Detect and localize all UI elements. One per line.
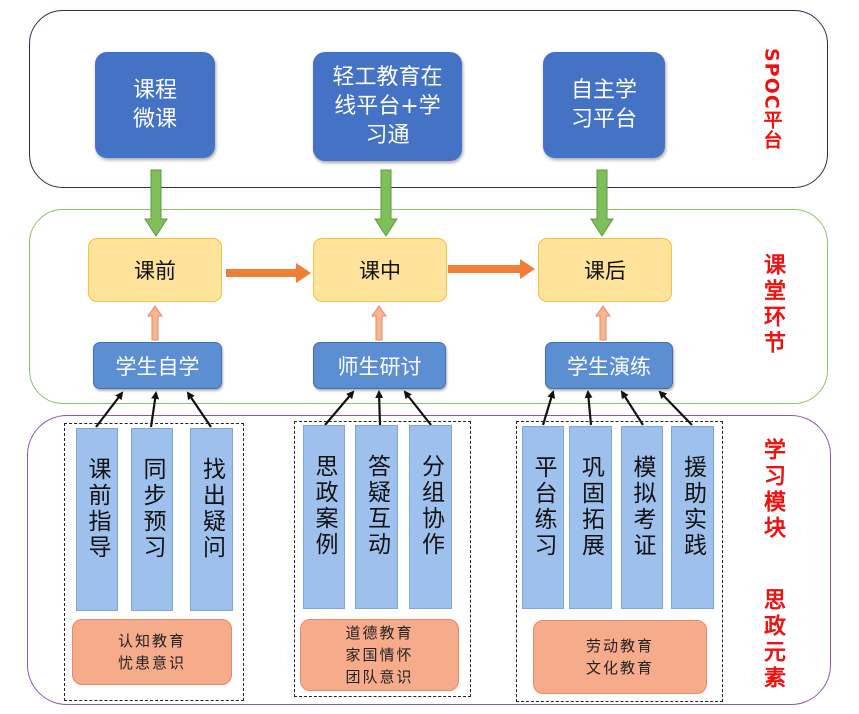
down-arrow-platform-1 bbox=[144, 169, 168, 237]
module-card: 找出疑问 bbox=[190, 428, 233, 611]
ideological-element-label: 思政元素 bbox=[760, 588, 785, 692]
link-arrow bbox=[375, 390, 384, 426]
module-card: 援助实践 bbox=[671, 426, 714, 609]
down-arrow-platform-3 bbox=[590, 169, 614, 237]
element-text: 家国情怀 bbox=[345, 646, 414, 664]
element-text: 认知教育 bbox=[117, 632, 186, 650]
activity-self-study: 学生自学 bbox=[93, 342, 222, 389]
up-arrow-activity-1 bbox=[147, 305, 163, 341]
module-card: 思政案例 bbox=[303, 425, 345, 609]
module-label: 平台练习 bbox=[530, 455, 556, 559]
ideology-element-box: 道德教育 家国情怀 团队意识 bbox=[300, 619, 459, 691]
activity-practice: 学生演练 bbox=[545, 342, 673, 389]
module-label: 模拟考证 bbox=[629, 455, 655, 559]
platform-self-learning: 自主学 习平台 bbox=[543, 52, 665, 158]
element-text: 劳动教育 bbox=[585, 637, 654, 655]
module-label: 同步预习 bbox=[139, 457, 165, 561]
module-label: 答疑互动 bbox=[363, 454, 390, 558]
module-card: 同步预习 bbox=[131, 428, 173, 611]
module-label: 课前指导 bbox=[84, 457, 110, 561]
spoc-platform-label: SPOC平台 bbox=[760, 48, 783, 150]
stage-before-class: 课前 bbox=[88, 238, 222, 302]
link-arrow bbox=[658, 390, 693, 426]
link-arrow bbox=[324, 390, 355, 426]
module-group-after bbox=[516, 421, 723, 702]
module-group-before bbox=[64, 423, 244, 701]
link-arrow bbox=[95, 391, 124, 428]
up-arrow-activity-2 bbox=[371, 305, 387, 341]
link-arrow bbox=[620, 390, 644, 426]
classroom-stage-section bbox=[29, 209, 828, 404]
platform-course-microcourse: 课程 微课 bbox=[95, 52, 215, 158]
link-arrow bbox=[186, 391, 212, 428]
element-text: 文化教育 bbox=[585, 659, 654, 677]
element-text: 团队意识 bbox=[345, 668, 414, 686]
ideology-element-box: 劳动教育 文化教育 bbox=[533, 620, 707, 694]
module-label: 思政案例 bbox=[311, 454, 337, 558]
flow-arrow-2 bbox=[448, 259, 535, 279]
module-group-during bbox=[294, 421, 471, 697]
element-text: 道德教育 bbox=[345, 624, 414, 642]
platform-online-education: 轻工教育在 线平台+学 习通 bbox=[313, 52, 462, 161]
module-card: 课前指导 bbox=[76, 428, 118, 611]
module-card: 模拟考证 bbox=[621, 426, 663, 609]
down-arrow-platform-2 bbox=[374, 169, 398, 237]
element-text: 忧患意识 bbox=[117, 654, 186, 672]
module-card: 分组协作 bbox=[409, 425, 452, 609]
flow-arrow-1 bbox=[226, 263, 311, 283]
module-label: 援助实践 bbox=[679, 455, 706, 559]
spoc-platform-section bbox=[29, 10, 828, 188]
ideology-element-box: 认知教育 忧患意识 bbox=[72, 619, 232, 685]
link-arrow bbox=[149, 391, 160, 428]
classroom-stage-label: 课堂环节 bbox=[760, 253, 785, 357]
learning-module-label: 学习模块 bbox=[760, 438, 785, 542]
link-arrow bbox=[541, 390, 556, 426]
link-arrow bbox=[584, 390, 593, 426]
link-arrow bbox=[403, 390, 432, 426]
module-label: 找出疑问 bbox=[198, 457, 225, 561]
module-label: 巩固拓展 bbox=[577, 455, 604, 559]
module-card: 答疑互动 bbox=[355, 425, 398, 609]
stage-in-class: 课中 bbox=[313, 238, 447, 302]
module-label: 分组协作 bbox=[417, 454, 444, 558]
stage-after-class: 课后 bbox=[538, 238, 672, 302]
module-card: 巩固拓展 bbox=[569, 426, 612, 609]
activity-discussion: 师生研讨 bbox=[313, 342, 446, 389]
learning-module-section bbox=[27, 415, 831, 705]
module-card: 平台练习 bbox=[522, 426, 564, 609]
up-arrow-activity-3 bbox=[595, 305, 611, 341]
